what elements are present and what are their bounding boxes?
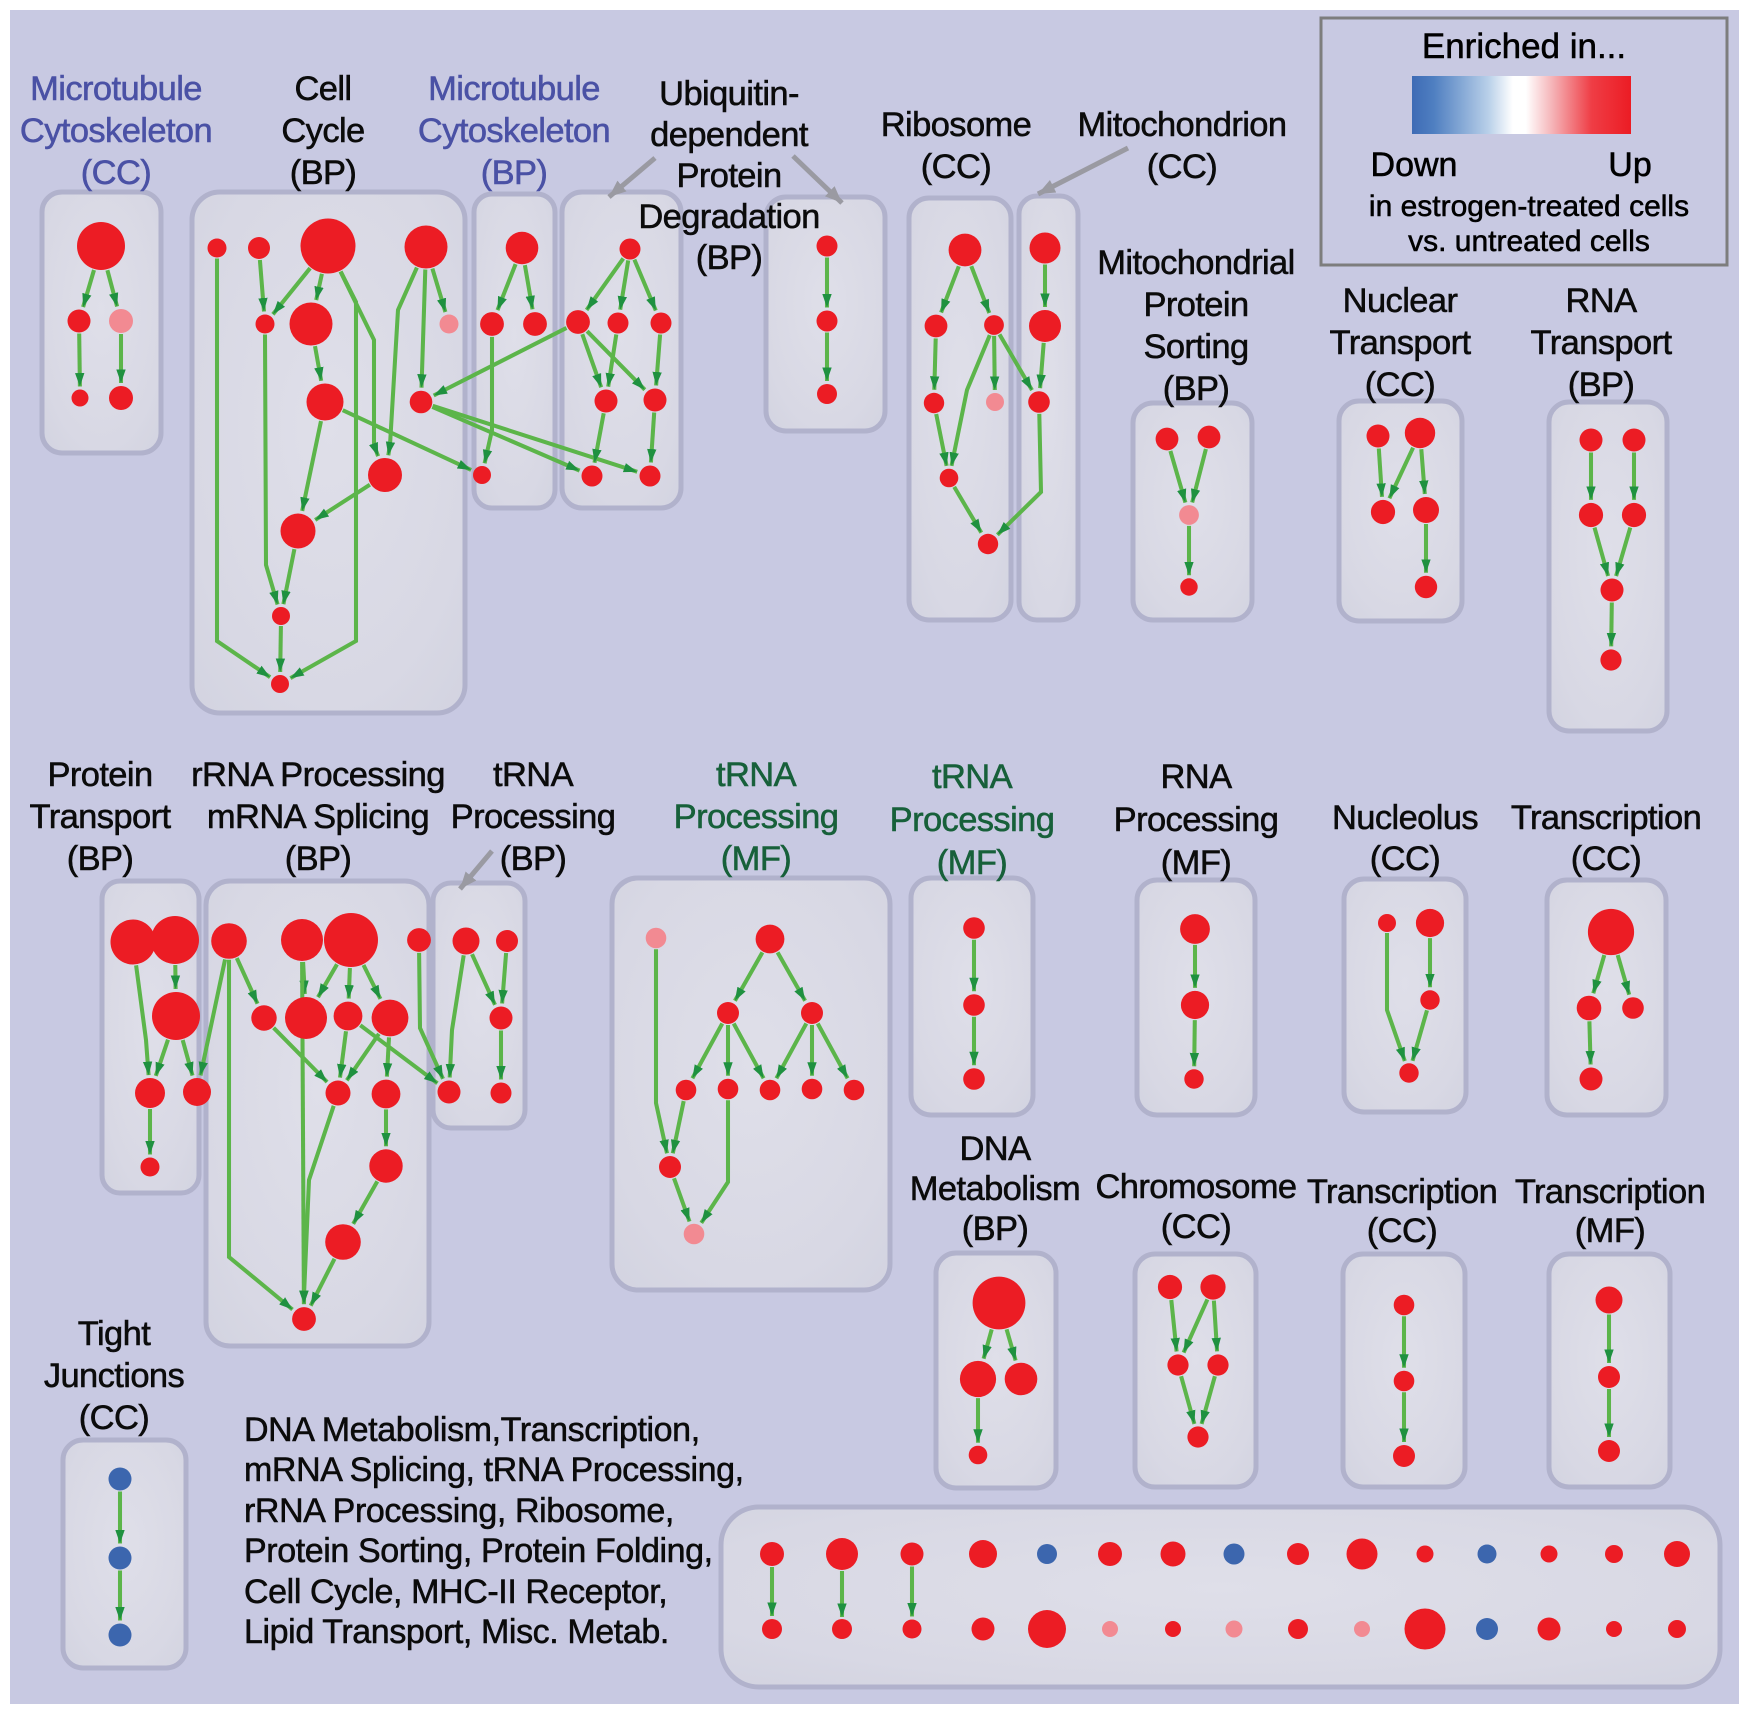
svg-text:tRNA: tRNA [932,758,1013,796]
svg-text:Processing: Processing [451,798,616,836]
svg-text:(BP): (BP) [696,239,763,277]
svg-text:(CC): (CC) [79,1399,149,1437]
svg-text:(CC): (CC) [1571,840,1641,878]
svg-text:(MF): (MF) [1161,844,1231,882]
svg-text:Down: Down [1371,146,1458,184]
svg-text:Transport: Transport [1531,324,1673,362]
svg-text:(CC): (CC) [1365,366,1435,404]
svg-text:Ubiquitin-: Ubiquitin- [659,75,799,113]
svg-text:(BP): (BP) [962,1210,1029,1248]
svg-text:Lipid Transport, Misc. Metab.: Lipid Transport, Misc. Metab. [244,1613,669,1651]
svg-text:Metabolism: Metabolism [910,1170,1080,1208]
svg-text:Protein: Protein [47,756,152,794]
svg-text:Ribosome: Ribosome [881,106,1032,144]
svg-text:Enriched in...: Enriched in... [1422,27,1626,66]
svg-text:(BP): (BP) [290,154,357,192]
svg-text:Mitochondrion: Mitochondrion [1078,106,1287,144]
svg-text:Cytoskeleton: Cytoskeleton [20,112,212,150]
svg-text:(BP): (BP) [285,840,352,878]
svg-text:(BP): (BP) [1163,370,1230,408]
svg-text:Cell Cycle, MHC-II Receptor,: Cell Cycle, MHC-II Receptor, [244,1573,667,1611]
svg-text:Nucleolus: Nucleolus [1332,799,1478,837]
svg-text:Mitochondrial: Mitochondrial [1097,244,1294,282]
svg-text:dependent: dependent [650,116,809,154]
svg-text:Up: Up [1608,146,1651,184]
svg-text:in estrogen-treated cells: in estrogen-treated cells [1369,190,1689,223]
svg-text:Transport: Transport [30,798,172,836]
svg-text:Processing: Processing [1114,801,1279,839]
svg-text:Processing: Processing [890,801,1055,839]
svg-text:(MF): (MF) [1575,1212,1645,1250]
svg-text:(CC): (CC) [1147,148,1217,186]
svg-text:RNA: RNA [1160,758,1232,796]
svg-text:Cytoskeleton: Cytoskeleton [418,112,610,150]
svg-text:mRNA Splicing, tRNA Processing: mRNA Splicing, tRNA Processing, [244,1451,744,1489]
svg-text:Degradation: Degradation [638,198,819,236]
svg-text:Tight: Tight [78,1315,151,1353]
svg-text:DNA Metabolism,Transcription,: DNA Metabolism,Transcription, [244,1411,700,1449]
svg-text:(CC): (CC) [1367,1212,1437,1250]
svg-text:(BP): (BP) [1568,366,1635,404]
svg-text:Junctions: Junctions [44,1357,184,1395]
svg-text:RNA: RNA [1565,282,1637,320]
svg-text:Sorting: Sorting [1143,328,1248,366]
svg-text:Protein Sorting, Protein Foldi: Protein Sorting, Protein Folding, [244,1532,713,1570]
svg-text:(CC): (CC) [81,154,151,192]
svg-text:(BP): (BP) [67,840,134,878]
svg-text:Microtubule: Microtubule [428,70,600,108]
svg-text:rRNA Processing, Ribosome,: rRNA Processing, Ribosome, [244,1492,674,1530]
svg-text:Transcription: Transcription [1307,1173,1497,1211]
svg-text:DNA: DNA [959,1130,1031,1168]
svg-text:(BP): (BP) [481,154,548,192]
svg-text:Processing: Processing [674,798,839,836]
svg-text:Cell: Cell [294,70,351,108]
svg-text:Microtubule: Microtubule [30,70,202,108]
svg-text:Chromosome: Chromosome [1095,1168,1296,1206]
svg-text:vs. untreated cells: vs. untreated cells [1408,225,1650,258]
svg-text:(CC): (CC) [1370,840,1440,878]
svg-text:Transport: Transport [1330,324,1472,362]
svg-text:(CC): (CC) [921,148,991,186]
svg-text:Transcription: Transcription [1511,799,1701,837]
svg-text:(MF): (MF) [721,840,791,878]
svg-text:Nuclear: Nuclear [1343,282,1458,320]
svg-text:Protein: Protein [1143,286,1248,324]
svg-text:(CC): (CC) [1161,1208,1231,1246]
svg-text:mRNA Splicing: mRNA Splicing [207,798,429,836]
svg-text:(MF): (MF) [937,844,1007,882]
svg-text:tRNA: tRNA [493,756,574,794]
svg-text:Transcription: Transcription [1515,1173,1705,1211]
svg-text:tRNA: tRNA [716,756,797,794]
svg-text:rRNA Processing: rRNA Processing [191,756,445,794]
svg-text:Protein: Protein [676,157,781,195]
svg-text:(BP): (BP) [500,840,567,878]
svg-text:Cycle: Cycle [281,112,364,150]
